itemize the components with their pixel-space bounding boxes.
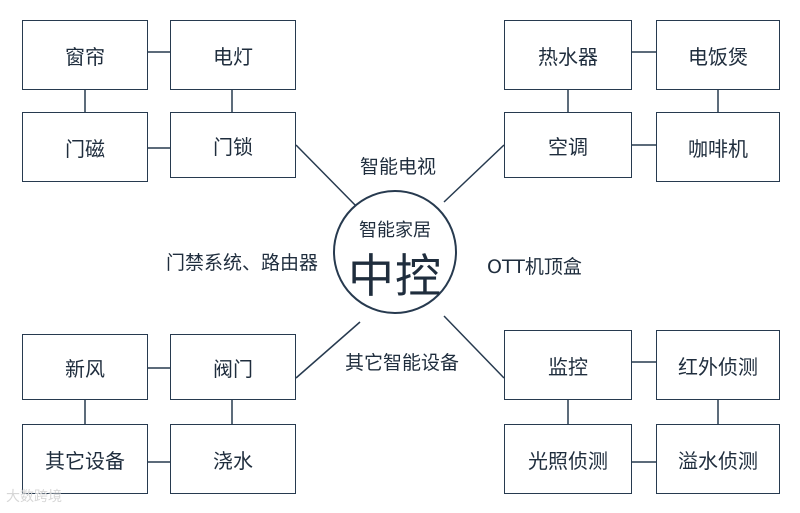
box-door-lock: 门锁 [170, 112, 296, 178]
box-air-conditioner: 空调 [504, 112, 632, 178]
label-access-router: 门禁系统、路由器 [166, 252, 319, 274]
box-other-devices: 其它设备 [22, 424, 148, 494]
label-ott-box: OTT机顶盒 [487, 256, 582, 278]
box-watering: 浇水 [170, 424, 296, 494]
hub-circle: 智能家居 中控 [333, 190, 457, 314]
box-rice-cooker: 电饭煲 [656, 20, 780, 90]
box-curtain: 窗帘 [22, 20, 148, 90]
box-coffee-machine: 咖啡机 [656, 112, 780, 182]
box-door-sensor: 门磁 [22, 112, 148, 182]
box-monitoring: 监控 [504, 330, 632, 400]
box-valve: 阀门 [170, 334, 296, 400]
box-light-detection: 光照侦测 [504, 424, 632, 494]
box-infrared-detection: 红外侦测 [656, 330, 780, 400]
box-water-heater: 热水器 [504, 20, 632, 90]
label-other-smart-devices: 其它智能设备 [345, 352, 460, 374]
hub-title: 中控 [348, 249, 442, 303]
box-overflow-detection: 溢水侦测 [656, 424, 780, 494]
label-smart-tv: 智能电视 [360, 156, 437, 178]
box-light: 电灯 [170, 20, 296, 90]
watermark-text: 大数跨境 [6, 489, 62, 505]
hub-subtitle: 智能家居 [359, 220, 431, 241]
box-fresh-air: 新风 [22, 334, 148, 400]
